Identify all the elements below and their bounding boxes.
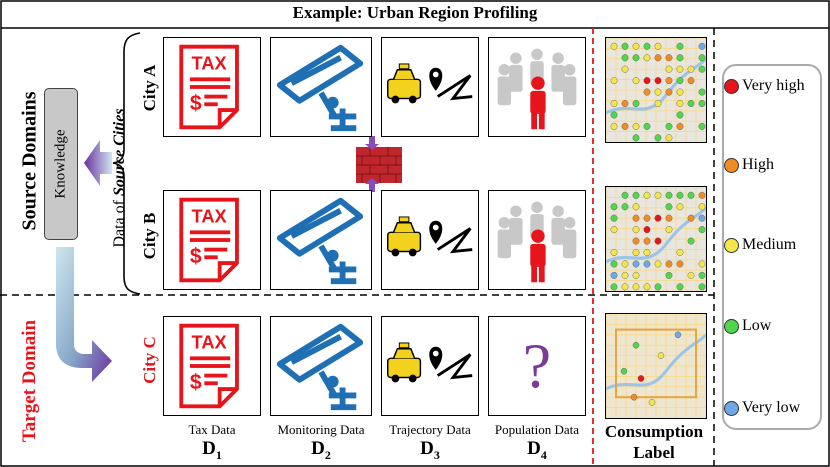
d2-label: D2 <box>311 438 331 462</box>
caption-monitoring: Monitoring Data <box>277 422 365 437</box>
monitoring-cell-city-a <box>270 37 372 137</box>
legend-dot <box>724 400 739 416</box>
population-cell-city-a <box>488 37 586 137</box>
knowledge-box <box>44 88 78 240</box>
d1-label: D1 <box>202 438 222 462</box>
source-domains-label: Source Domains <box>18 91 41 231</box>
consumption-label-line1: Consumption <box>604 422 704 441</box>
consumption-heat-map <box>606 187 706 291</box>
city-a-label: City A <box>140 64 159 112</box>
unknown-population-mark: ? <box>522 330 552 401</box>
legend-item-low: Low <box>724 317 771 335</box>
surveillance-camera-icon <box>276 323 364 411</box>
taxi-trajectory-icon <box>387 342 473 383</box>
population-crowd-icon <box>497 201 577 283</box>
consumption-label: Consumption Label <box>594 421 714 463</box>
tax-document-icon: TAX $ <box>179 44 239 130</box>
city-b-label: City B <box>140 212 159 260</box>
brick-wall-icon <box>356 136 402 192</box>
knowledge-label: Knowledge <box>52 129 69 199</box>
svg-text:$: $ <box>190 371 202 394</box>
trajectory-cell-city-a <box>381 37 479 137</box>
surveillance-camera-icon <box>276 44 364 132</box>
monitoring-cell-city-b <box>270 190 372 290</box>
taxi-trajectory-icon <box>387 216 473 257</box>
trajectory-cell-city-c <box>381 316 479 416</box>
legend-item-high: High <box>724 156 774 174</box>
legend-dot <box>724 237 739 253</box>
population-cell-city-c: ? <box>488 316 586 416</box>
taxi-trajectory-icon <box>387 63 473 104</box>
consumption-heat-map <box>606 38 706 142</box>
tax-cell-city-b: TAX $ <box>163 190 261 290</box>
svg-text:TAX: TAX <box>192 332 227 353</box>
population-cell-city-b <box>488 190 586 290</box>
monitoring-cell-city-c <box>270 316 372 416</box>
caption-tax: Tax Data <box>188 422 236 437</box>
caption-trajectory: Trajectory Data <box>389 422 471 437</box>
legend-box <box>722 64 822 430</box>
tax-cell-city-c: TAX $ <box>163 316 261 416</box>
population-crowd-icon <box>497 48 577 130</box>
data-of-source-cities-label: Data of Source Cities <box>111 108 129 247</box>
caption-population: Population Data <box>494 422 580 437</box>
svg-text:$: $ <box>190 92 202 115</box>
tax-document-icon: TAX $ <box>179 197 239 283</box>
legend-item-medium: Medium <box>724 236 796 254</box>
consumption-heat-map <box>606 314 706 418</box>
legend-dot <box>724 157 739 173</box>
surveillance-camera-icon <box>276 197 364 285</box>
source-cities-emphasis: Source Cities <box>111 108 128 197</box>
legend-dot <box>724 318 739 334</box>
page-title: Example: Urban Region Profiling <box>292 3 538 22</box>
consumption-map-city-c <box>605 313 707 419</box>
d4-label: D4 <box>527 438 547 462</box>
legend-dot <box>724 78 739 94</box>
d3-label: D3 <box>420 438 440 462</box>
trajectory-cell-city-b <box>381 190 479 290</box>
svg-text:TAX: TAX <box>192 53 227 74</box>
consumption-map-city-b <box>605 186 707 292</box>
tax-cell-city-a: TAX $ <box>163 37 261 137</box>
data-of-prefix: Data of <box>111 196 128 248</box>
legend-item-very-high: Very high <box>724 77 805 95</box>
city-c-label: City C <box>140 336 159 384</box>
target-domain-label: Target Domain <box>19 319 40 443</box>
consumption-map-city-a <box>605 37 707 143</box>
consumption-label-line2: Label <box>633 443 675 462</box>
svg-text:$: $ <box>190 245 202 268</box>
tax-document-icon: TAX $ <box>179 323 239 409</box>
legend-item-very-low: Very low <box>724 399 800 417</box>
svg-text:TAX: TAX <box>192 206 227 227</box>
